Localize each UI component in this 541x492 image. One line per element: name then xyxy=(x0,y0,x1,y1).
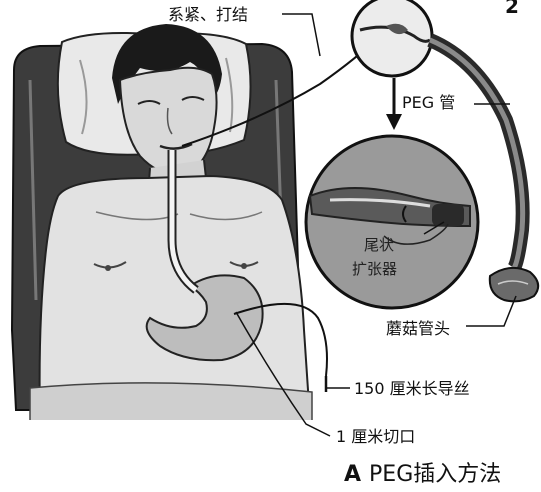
label-peg-tube: PEG 管 xyxy=(402,94,455,112)
down-arrow-icon xyxy=(386,114,402,130)
caption-text: PEG插入方法 xyxy=(369,462,501,487)
label-dilator-line1: 尾状 xyxy=(364,236,394,254)
figure-caption: A PEG插入方法 xyxy=(344,456,501,488)
label-guidewire: 150 厘米长导丝 xyxy=(354,380,470,398)
caption-letter: A xyxy=(344,462,361,487)
corner-mark: 2 xyxy=(505,0,519,18)
knot-detail-circle xyxy=(352,0,432,76)
label-dilator-line2: 扩张器 xyxy=(352,260,397,278)
label-tie: 系紧、打结 xyxy=(168,6,248,24)
mushroom-head xyxy=(490,268,538,302)
tie-leader xyxy=(282,14,320,56)
label-incision: 1 厘米切口 xyxy=(336,428,415,446)
label-mushroom-head: 蘑菇管头 xyxy=(386,320,450,338)
